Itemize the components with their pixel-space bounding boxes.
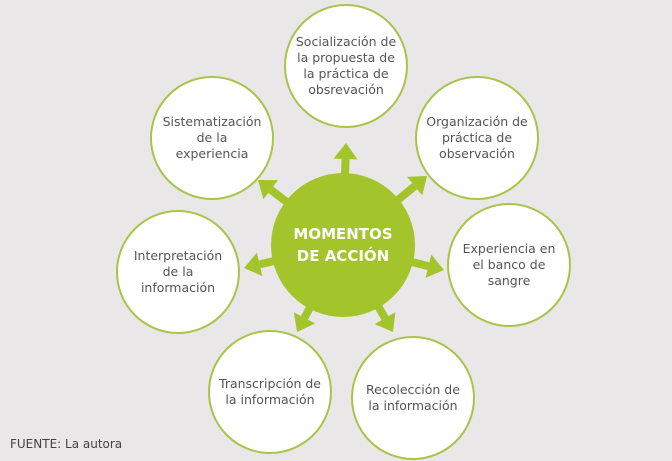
arrow-head-icon <box>374 312 396 332</box>
arrow-head-icon <box>425 254 444 278</box>
node-recoleccion: Recolección de la información <box>351 336 475 460</box>
arrow-head-icon <box>333 143 358 160</box>
node-interpretacion: Interpretación de la información <box>116 210 240 334</box>
node-transcripcion: Transcripción de la información <box>208 330 332 454</box>
node-organizacion: Organización de práctica de observación <box>415 76 539 200</box>
source-caption: FUENTE: La autora <box>10 437 123 451</box>
node-sistematizacion: Sistematización de la experiencia <box>150 76 274 200</box>
node-experiencia-banco: Experiencia en el banco de sangre <box>447 203 571 327</box>
arrow-head-icon <box>244 252 263 277</box>
center-circle: MOMENTOS DE ACCIÓN <box>271 173 415 317</box>
arrow-head-icon <box>258 180 278 200</box>
node-socializacion: Socialización de la propuesta de la prác… <box>284 4 408 128</box>
arrow-head-icon <box>407 176 427 196</box>
arrow-head-icon <box>293 312 316 332</box>
